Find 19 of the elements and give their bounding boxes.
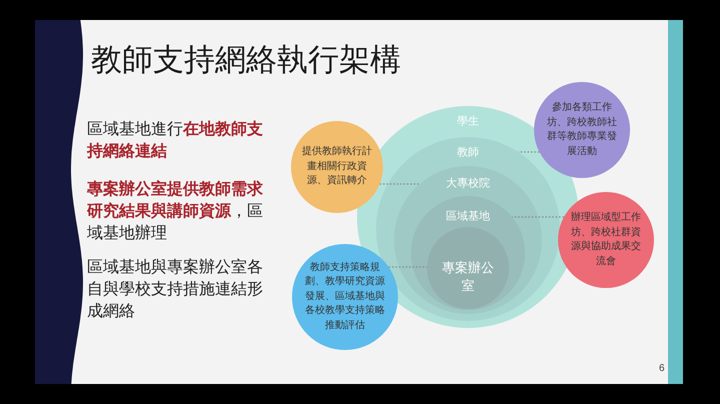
circle-label: 專案辦公室: [441, 258, 495, 295]
bubble-text: 提供教師執行計畫相關行政資源、資訊轉介: [301, 145, 373, 188]
circle-label: 教師: [457, 145, 479, 160]
bubble-text: 教師支持策略規劃、教學研究資源發展、區域基地與各校教學支持策略推動評估: [304, 260, 386, 333]
slide-title: 教師支持網絡執行架構: [91, 41, 401, 79]
leader-line: [512, 216, 564, 218]
page-number: 6: [659, 363, 665, 375]
circle-label: 學生: [457, 114, 479, 130]
body-paragraph: 區域基地與專案辦公室各自與學校支持措施連結形成網絡: [87, 257, 264, 322]
leader-line: [380, 183, 420, 185]
body-paragraph: 區域基地進行在地教師支持網絡連結: [87, 120, 264, 162]
leader-line: [388, 266, 427, 268]
bubble-text: 辦理區域型工作坊、跨校社群資源與協助成果交流會: [570, 211, 642, 268]
circle-label: 區域基地: [446, 209, 490, 224]
center-circle: [427, 227, 509, 309]
body-paragraph: 專案辦公室提供教師需求研究結果與講師資源，區域基地辦理: [87, 179, 264, 244]
leader-line: [518, 151, 540, 153]
circle-label: 大專校院: [446, 176, 490, 192]
bubble-text: 參加各類工作坊、跨校教師社群等教師專業發展活動: [546, 101, 618, 158]
